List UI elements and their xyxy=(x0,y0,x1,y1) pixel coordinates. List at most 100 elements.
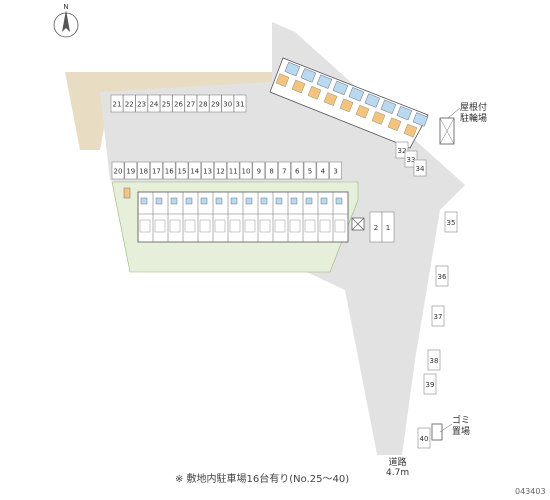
document-id: 043403 xyxy=(515,487,546,496)
parking-space-number: 28 xyxy=(199,101,208,109)
parking-space: 15 xyxy=(175,161,189,180)
parking-space-number: 13 xyxy=(203,168,212,176)
unit-room xyxy=(259,219,271,233)
parking-space-box xyxy=(381,211,395,243)
parking-space: 18 xyxy=(137,161,150,180)
label-covered-bike-parking: 屋根付 駐輪場 xyxy=(460,103,488,124)
main-building-units xyxy=(137,192,348,242)
upper-unit-orange xyxy=(307,86,322,100)
parking-space: 35 xyxy=(444,211,458,233)
parking-space-number: 21 xyxy=(113,101,122,109)
parking-space: 6 xyxy=(290,161,304,180)
garbage-area xyxy=(431,423,443,441)
parking-space: 10 xyxy=(239,161,253,180)
parking-space-box xyxy=(214,161,227,180)
unit-room xyxy=(184,219,196,233)
parking-space-box xyxy=(413,159,427,177)
parking-space-box xyxy=(184,94,198,113)
upper-unit-orange xyxy=(291,79,306,94)
utility-marker xyxy=(123,187,131,199)
parking-space-box xyxy=(123,94,136,113)
parking-space-number: 17 xyxy=(152,168,161,176)
unit-room xyxy=(289,219,301,233)
upper-unit-blue xyxy=(412,112,429,127)
parking-space-box xyxy=(162,161,176,180)
parking-space: 28 xyxy=(196,94,210,113)
upper-unit-blue xyxy=(396,106,413,121)
parking-space: 2 xyxy=(369,211,383,243)
parking-space-box xyxy=(201,161,214,180)
parking-space: 22 xyxy=(123,94,136,113)
parking-space: 9 xyxy=(252,161,266,180)
parking-space-number: 19 xyxy=(126,168,135,176)
unit-room xyxy=(334,219,346,233)
parking-space: 1 xyxy=(381,211,395,243)
parking-space-number: 31 xyxy=(236,101,245,109)
unit-room xyxy=(319,219,331,233)
unit-stair xyxy=(320,197,328,205)
compass-icon: N xyxy=(53,3,79,38)
compass-label: N xyxy=(63,3,68,11)
upper-unit-orange xyxy=(275,73,290,87)
parking-space: 3 xyxy=(329,161,342,180)
unit-stair xyxy=(290,197,298,205)
parking-space-number: 9 xyxy=(257,168,261,176)
parking-space-number: 3 xyxy=(333,168,337,176)
parking-space: 7 xyxy=(278,161,291,180)
unit-room xyxy=(154,219,166,233)
upper-unit-orange xyxy=(339,98,354,113)
parking-space: 4 xyxy=(316,161,330,180)
unit-stair xyxy=(200,197,208,205)
parking-space-box xyxy=(329,161,342,180)
label-garbage-area: ゴミ 置場 xyxy=(452,416,471,437)
parking-space: 37 xyxy=(431,305,445,327)
entrance-cross-b xyxy=(351,217,365,231)
upper-building xyxy=(269,57,429,149)
unit-room xyxy=(199,219,211,233)
parking-space-number: 10 xyxy=(242,168,251,176)
unit-room xyxy=(304,219,316,233)
parking-space-box xyxy=(290,161,304,180)
parking-space: 27 xyxy=(184,94,198,113)
unit-stair xyxy=(185,197,193,205)
unit-room xyxy=(214,219,226,233)
parking-space-box xyxy=(221,94,234,113)
parking-space: 23 xyxy=(135,94,148,113)
parking-space-number: 4 xyxy=(321,168,326,176)
unit-stair xyxy=(215,197,223,205)
parking-space-box xyxy=(265,161,278,180)
parking-space-number: 36 xyxy=(438,273,447,281)
parking-space-box xyxy=(209,94,222,113)
parking-space: 25 xyxy=(159,94,173,113)
parking-space-box xyxy=(172,94,185,113)
parking-space: 31 xyxy=(233,94,247,113)
compass-needle xyxy=(62,10,70,32)
label-road: 道路 4.7m xyxy=(386,458,410,478)
parking-space-box xyxy=(188,161,202,180)
parking-space: 38 xyxy=(427,349,441,371)
parking-space-number: 35 xyxy=(447,219,456,227)
parking-space-box xyxy=(175,161,189,180)
unit-room xyxy=(229,219,241,233)
parking-space-number: 23 xyxy=(137,101,146,109)
road-area xyxy=(375,455,445,490)
parking-space-box xyxy=(303,161,317,180)
upper-unit-orange xyxy=(403,123,418,138)
parking-space-number: 38 xyxy=(430,357,439,365)
parking-space: 5 xyxy=(303,161,317,180)
upper-unit-orange xyxy=(323,92,338,106)
parking-space-number: 20 xyxy=(114,168,123,176)
parking-space-box xyxy=(150,161,163,180)
unit-stair xyxy=(140,197,148,205)
unit-stair xyxy=(245,197,253,205)
parking-space-number: 1 xyxy=(386,224,390,232)
parking-space-box xyxy=(278,161,291,180)
upper-unit-orange xyxy=(355,104,370,119)
parking-space-number: 2 xyxy=(374,224,378,232)
parking-space-number: 39 xyxy=(426,381,435,389)
parking-space-box xyxy=(435,265,449,287)
